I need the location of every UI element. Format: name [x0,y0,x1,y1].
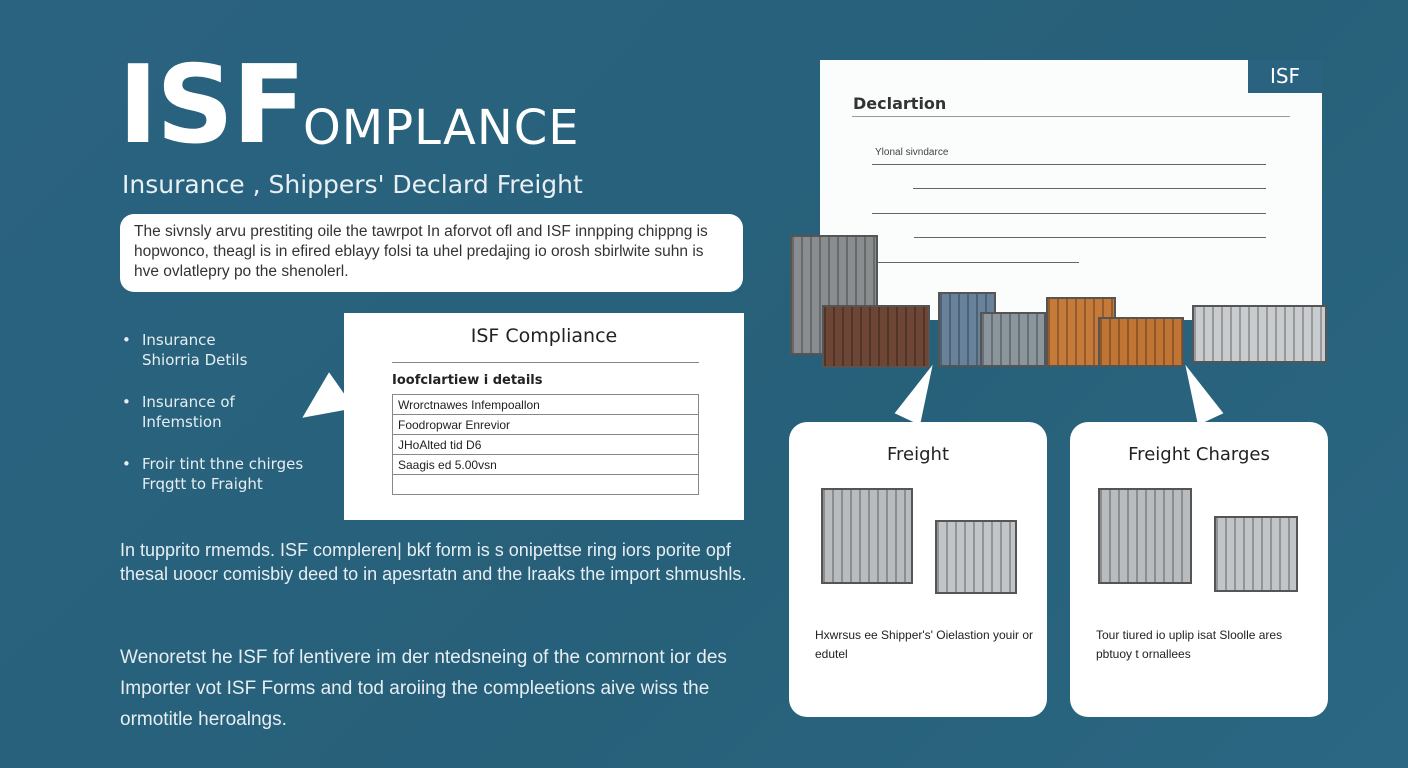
container-icon [822,305,930,368]
card-title: Freight [886,444,949,465]
container-icon [790,235,878,355]
field-label: Ylonal sivndarce [875,147,949,158]
paragraph-2: Wenoretst he ISF fof lentivere im der nt… [120,647,727,730]
divider [392,362,699,363]
isf-compliance-card: ISF Compliance Ioofclartiew i details Wr… [344,313,744,520]
container-icon [821,488,913,584]
table-cell: JHoAlted tid D6 [392,434,699,455]
title-isf: ISF [118,43,306,168]
table-row: JHoAlted tid D6 [392,434,699,455]
card-title: Freight Charges [1128,444,1270,465]
bullet-line: Insurance [142,331,216,349]
table-cell [392,474,699,495]
truck-trailer-icon [1192,305,1327,363]
subtitle: Insurance , Shippers' Declard Freight [122,170,583,199]
paragraph-1: In tupprito rmemds. ISF compleren| bkf f… [120,540,747,584]
details-table: Wrorctnawes Infempoallon Foodropwar Enre… [392,394,699,495]
bullet-line: Frqgtt to Fraight [142,475,263,493]
bullet-line: Insurance of [142,393,235,411]
table-row: Foodropwar Enrevior [392,414,699,435]
title-rest: OMPLANCE [303,100,580,156]
bullet-line: Shiorria Detils [142,351,248,369]
container-icon [935,520,1017,594]
form-line [872,213,1266,214]
table-cell: Foodropwar Enrevior [392,414,699,435]
bullet-item: Insurance of Infemstion [122,392,303,432]
card-text: Hxwrsus ee Shipper's' Oielastion youir o… [815,628,1034,661]
table-row [392,474,699,495]
freight-charges-card: Freight Charges Tour tiured io uplip isa… [1070,422,1328,717]
form-line [914,237,1266,238]
freight-card: Freight Hxwrsus ee Shipper's' Oielastion… [789,422,1047,717]
bullet-line: Froir tint thne chirges [142,455,304,473]
container-icon [1214,516,1298,592]
form-line [872,164,1266,165]
bullet-line: Infemstion [142,413,222,431]
callout-pointer [894,358,946,426]
callout-pointer [1172,358,1224,426]
container-icon [1098,317,1184,367]
isf-tag: ISF [1248,60,1322,93]
form-line [913,188,1266,189]
divider [852,116,1290,117]
declaration-document: ISF Declartion Ylonal sivndarce [820,60,1322,320]
form-line [878,262,1079,263]
card-title: ISF Compliance [470,325,618,347]
document-title: Declartion [853,94,947,113]
card-text: Tour tiured io uplip isat Sloolle ares p… [1096,628,1283,661]
table-row: Wrorctnawes Infempoallon [392,394,699,415]
table-cell: Wrorctnawes Infempoallon [392,394,699,415]
container-icon [1098,488,1192,584]
intro-box: The sivnsly arvu prestiting oile the taw… [120,214,743,292]
table-cell: Saagis ed 5.00vsn [392,454,699,475]
container-icon [980,312,1046,367]
card-subtitle: Ioofclartiew i details [392,373,543,388]
table-row: Saagis ed 5.00vsn [392,454,699,475]
